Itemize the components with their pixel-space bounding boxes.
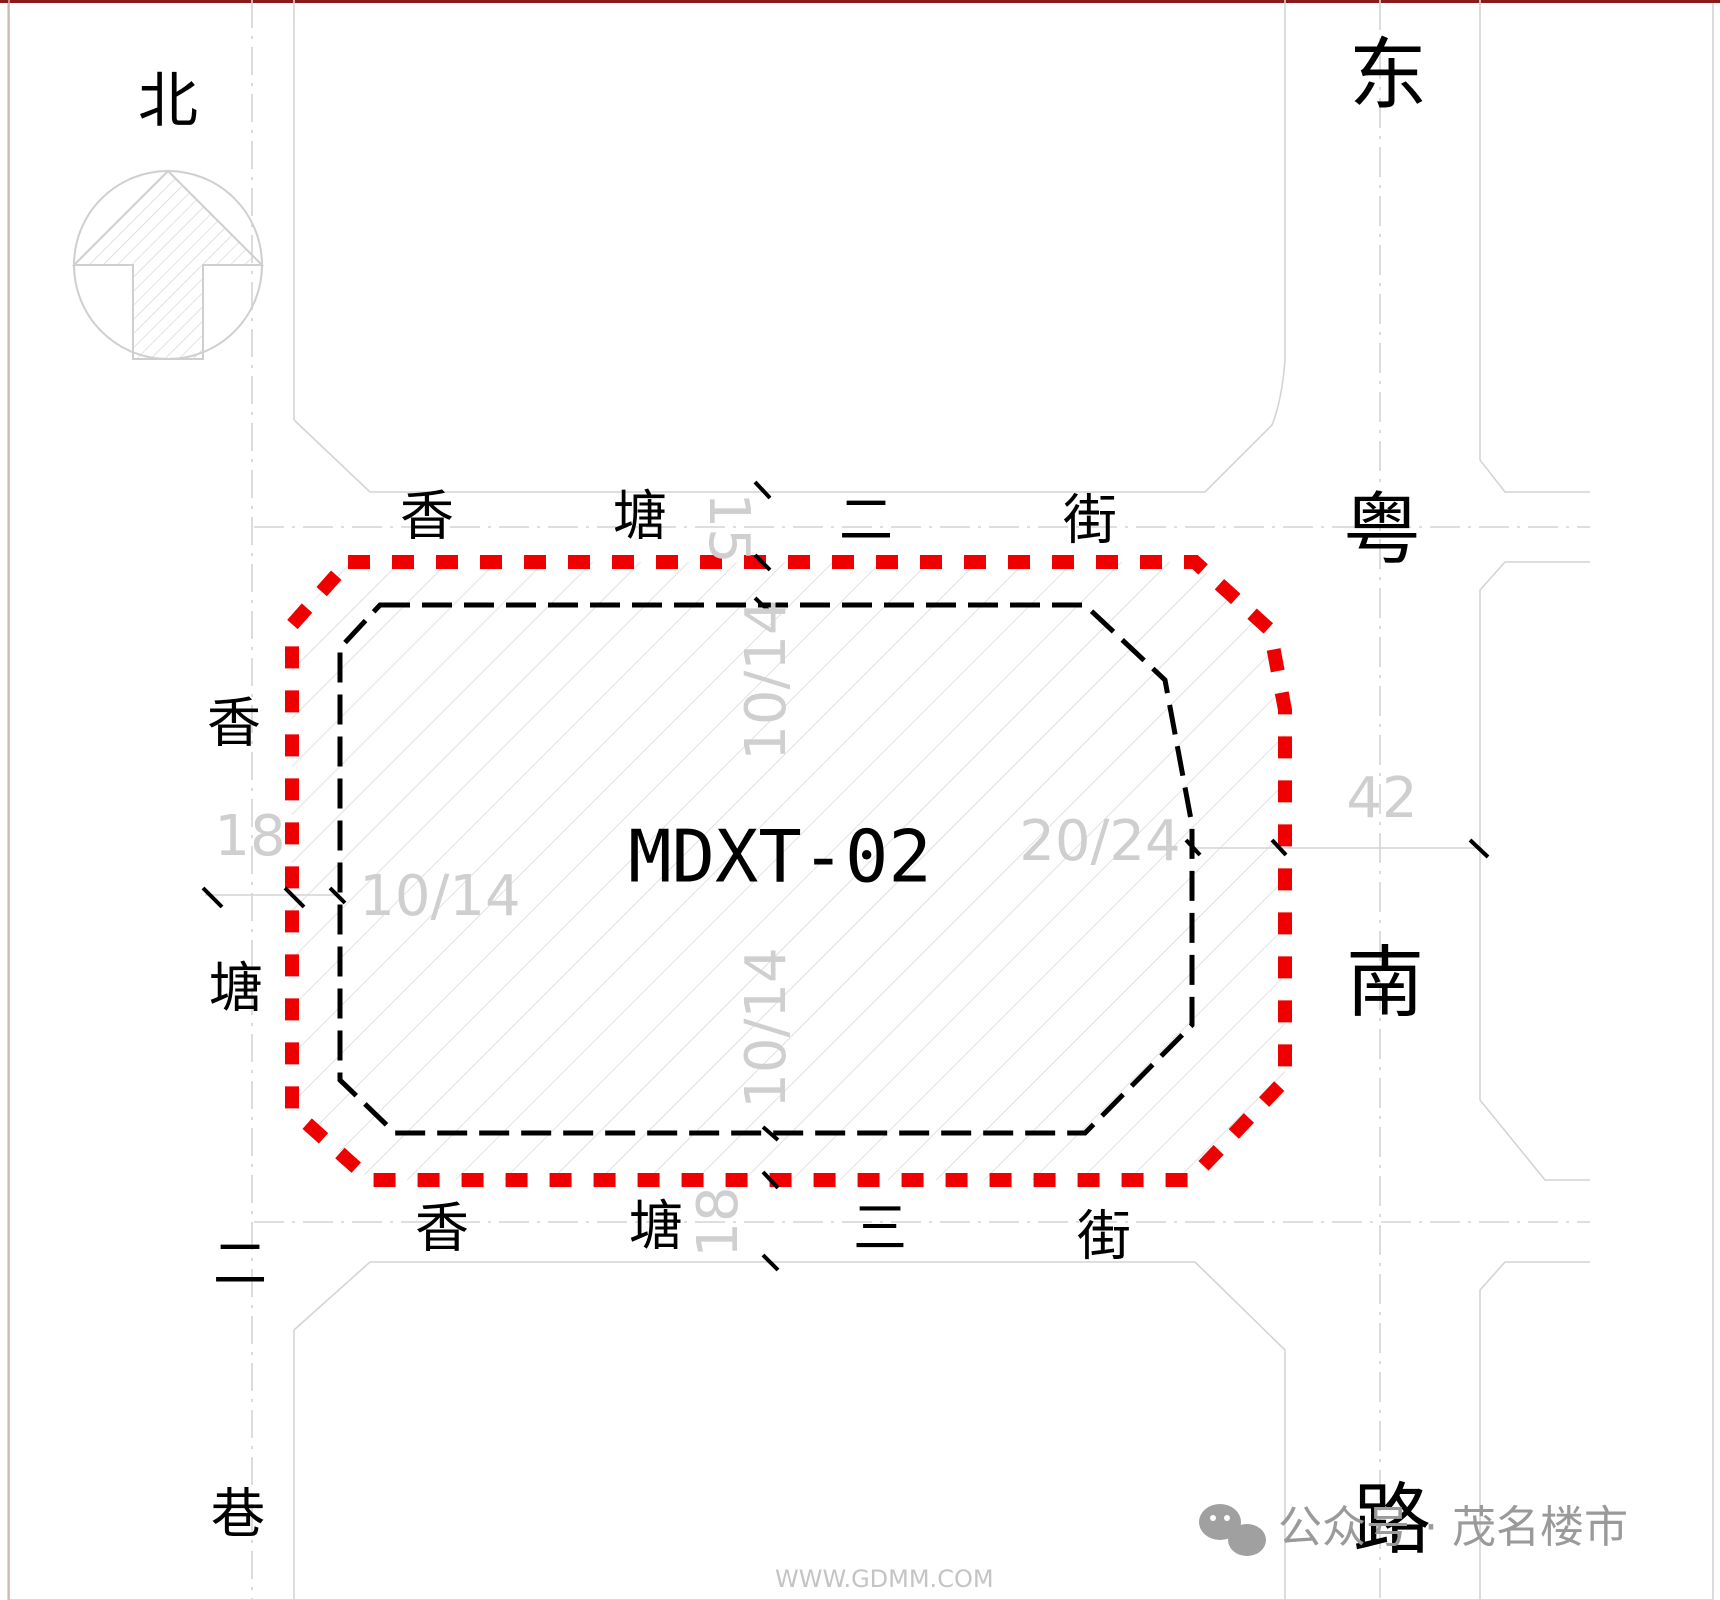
east-road-char-1: 东: [1349, 30, 1427, 120]
west-road-char-1: 香: [207, 692, 261, 755]
west-road-width-label: 18: [214, 804, 285, 869]
watermark-text: 公众号 · 茂名楼市: [1278, 1502, 1628, 1553]
north-label: 北: [138, 67, 198, 137]
site-boundary: [285, 555, 1292, 1187]
south-setback-label: 10/14: [734, 947, 799, 1108]
west-setback-label: 10/14: [359, 864, 520, 929]
south-road-char-1: 香: [415, 1197, 469, 1260]
south-road-char-2: 塘: [629, 1195, 683, 1258]
north-arrow: 北: [71, 67, 265, 360]
north-road-char-1: 香: [400, 485, 454, 548]
dimension-ticks: [201, 480, 1490, 1272]
north-road-char-3: 二: [839, 489, 893, 552]
wechat-icon: [1199, 1504, 1266, 1556]
north-road-char-2: 塘: [613, 485, 667, 548]
east-road-char-3: 南: [1346, 938, 1424, 1028]
east-road-char-4: 路: [1353, 1475, 1431, 1565]
east-road-width-label: 42: [1346, 766, 1417, 831]
south-road-char-3: 三: [853, 1197, 907, 1260]
west-road-char-3: 二: [213, 1233, 267, 1296]
parcel-code: MDXT-02: [628, 815, 931, 899]
north-road-width-label: 15: [696, 492, 761, 563]
parcel-area: [292, 562, 1285, 1180]
north-arrow-icon: [71, 169, 265, 360]
east-setback-label: 20/24: [1019, 809, 1180, 874]
west-road-char-2: 塘: [209, 957, 263, 1020]
north-setback-label: 10/14: [734, 599, 799, 760]
north-road-char-4: 街: [1063, 489, 1117, 552]
building-line: [337, 602, 1195, 1136]
south-road-width-label: 18: [686, 1186, 751, 1257]
west-road-char-4: 巷: [211, 1483, 265, 1546]
east-road-char-2: 粤: [1343, 485, 1421, 575]
watermark-site: WWW.GDMM.COM: [775, 1565, 994, 1593]
watermark: 公众号 · 茂名楼市 WWW.GDMM.COM: [775, 1502, 1628, 1593]
south-road-char-4: 街: [1077, 1205, 1131, 1268]
